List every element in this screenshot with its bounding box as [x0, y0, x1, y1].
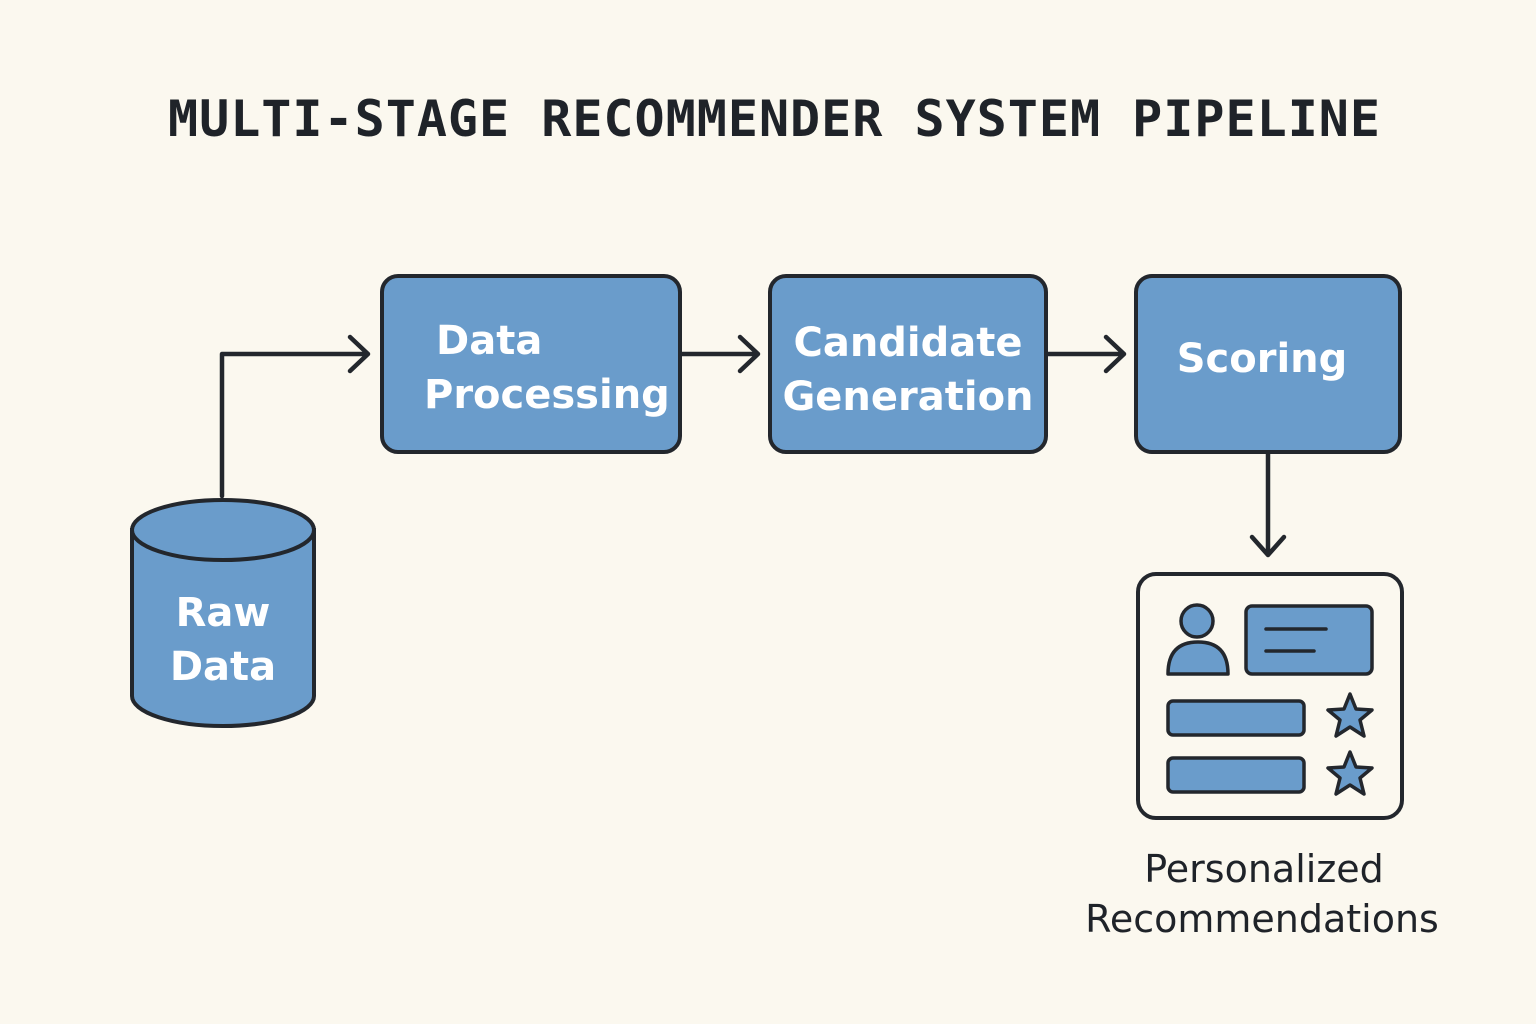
user-profile-icon — [1166, 603, 1230, 676]
recommendations-label-line2: Recommendations — [1085, 897, 1439, 941]
raw-data-cylinder-top — [130, 498, 316, 562]
candidate-generation-label-line1: Candidate — [793, 320, 1022, 366]
scoring-label: Scoring — [1177, 336, 1348, 382]
edge-rawdata-to-dataprocessing — [219, 334, 371, 499]
edge-scoring-to-recommendations — [1249, 449, 1287, 558]
data-processing-label-line2: Processing — [424, 372, 670, 418]
node-raw-data: Raw Data — [130, 498, 316, 728]
edges — [219, 334, 1287, 558]
node-personalized-recommendations: Personalized Recommendations — [1085, 572, 1439, 941]
recommendation-item-bar-2 — [1166, 756, 1306, 794]
profile-card-icon — [1244, 604, 1374, 676]
raw-data-label-line2: Data — [170, 644, 276, 690]
diagram-title: MULTI-STAGE RECOMMENDER SYSTEM PIPELINE — [168, 90, 1381, 148]
raw-data-cylinder-body — [130, 528, 316, 728]
node-scoring: Scoring — [1134, 274, 1402, 454]
star-icon — [1326, 750, 1374, 796]
data-processing-label-line1: Data — [436, 318, 542, 364]
raw-data-label-line1: Raw — [176, 590, 271, 636]
candidate-generation-box — [768, 274, 1048, 454]
node-data-processing: Data Processing — [380, 274, 682, 454]
star-icon — [1326, 692, 1374, 738]
data-processing-box — [380, 274, 682, 454]
edge-candidategeneration-to-scoring — [1045, 334, 1127, 374]
recommendations-label-line1: Personalized — [1144, 847, 1384, 891]
recommendation-item-bar-1 — [1166, 699, 1306, 737]
node-candidate-generation: Candidate Generation — [768, 274, 1048, 454]
scoring-box — [1134, 274, 1402, 454]
candidate-generation-label-line2: Generation — [782, 374, 1033, 420]
edge-dataprocessing-to-candidategeneration — [679, 334, 761, 374]
